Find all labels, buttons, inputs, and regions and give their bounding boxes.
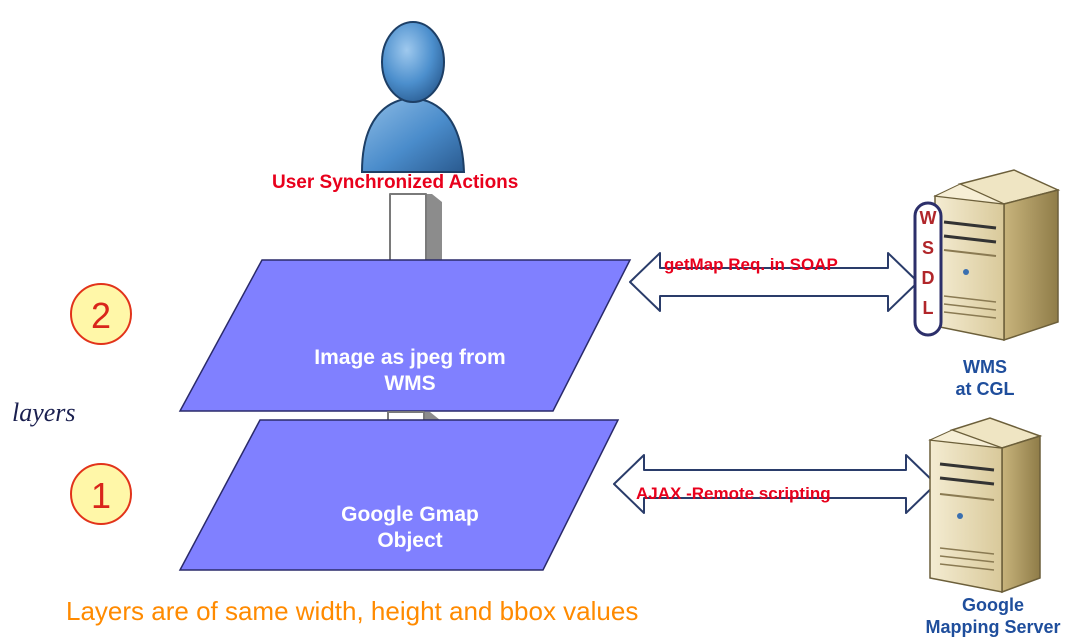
bottom-layer-label: Google Gmap Object — [341, 503, 479, 552]
layer-number-1: 1 — [70, 463, 132, 525]
wms-connection-label: getMap Req. in SOAP — [664, 255, 838, 274]
wms-server-label: WMS at CGL — [955, 357, 1015, 399]
layer-bottom — [178, 419, 620, 571]
google-server-label: Google Mapping Server — [925, 595, 1061, 637]
wsdl-letter-s: S — [921, 238, 934, 258]
user-actions-label: User Synchronized Actions — [272, 172, 519, 193]
google-connection-label: AJAX -Remote scripting — [636, 484, 831, 503]
layer-top — [178, 259, 632, 412]
wsdl-letter-w: W — [919, 208, 937, 228]
top-layer-label: Image as jpeg from WMS — [314, 346, 506, 395]
user-icon — [360, 21, 466, 173]
wsdl-letter-d: D — [921, 268, 935, 288]
wsdl-interface — [913, 201, 943, 337]
google-server-icon — [928, 417, 1043, 594]
wms-server-icon — [933, 169, 1061, 342]
wsdl-letter-l: L — [922, 298, 934, 318]
layer-number-2: 2 — [70, 283, 132, 345]
layers-caption: layers — [12, 398, 76, 427]
footer-note: Layers are of same width, height and bbo… — [66, 596, 639, 626]
